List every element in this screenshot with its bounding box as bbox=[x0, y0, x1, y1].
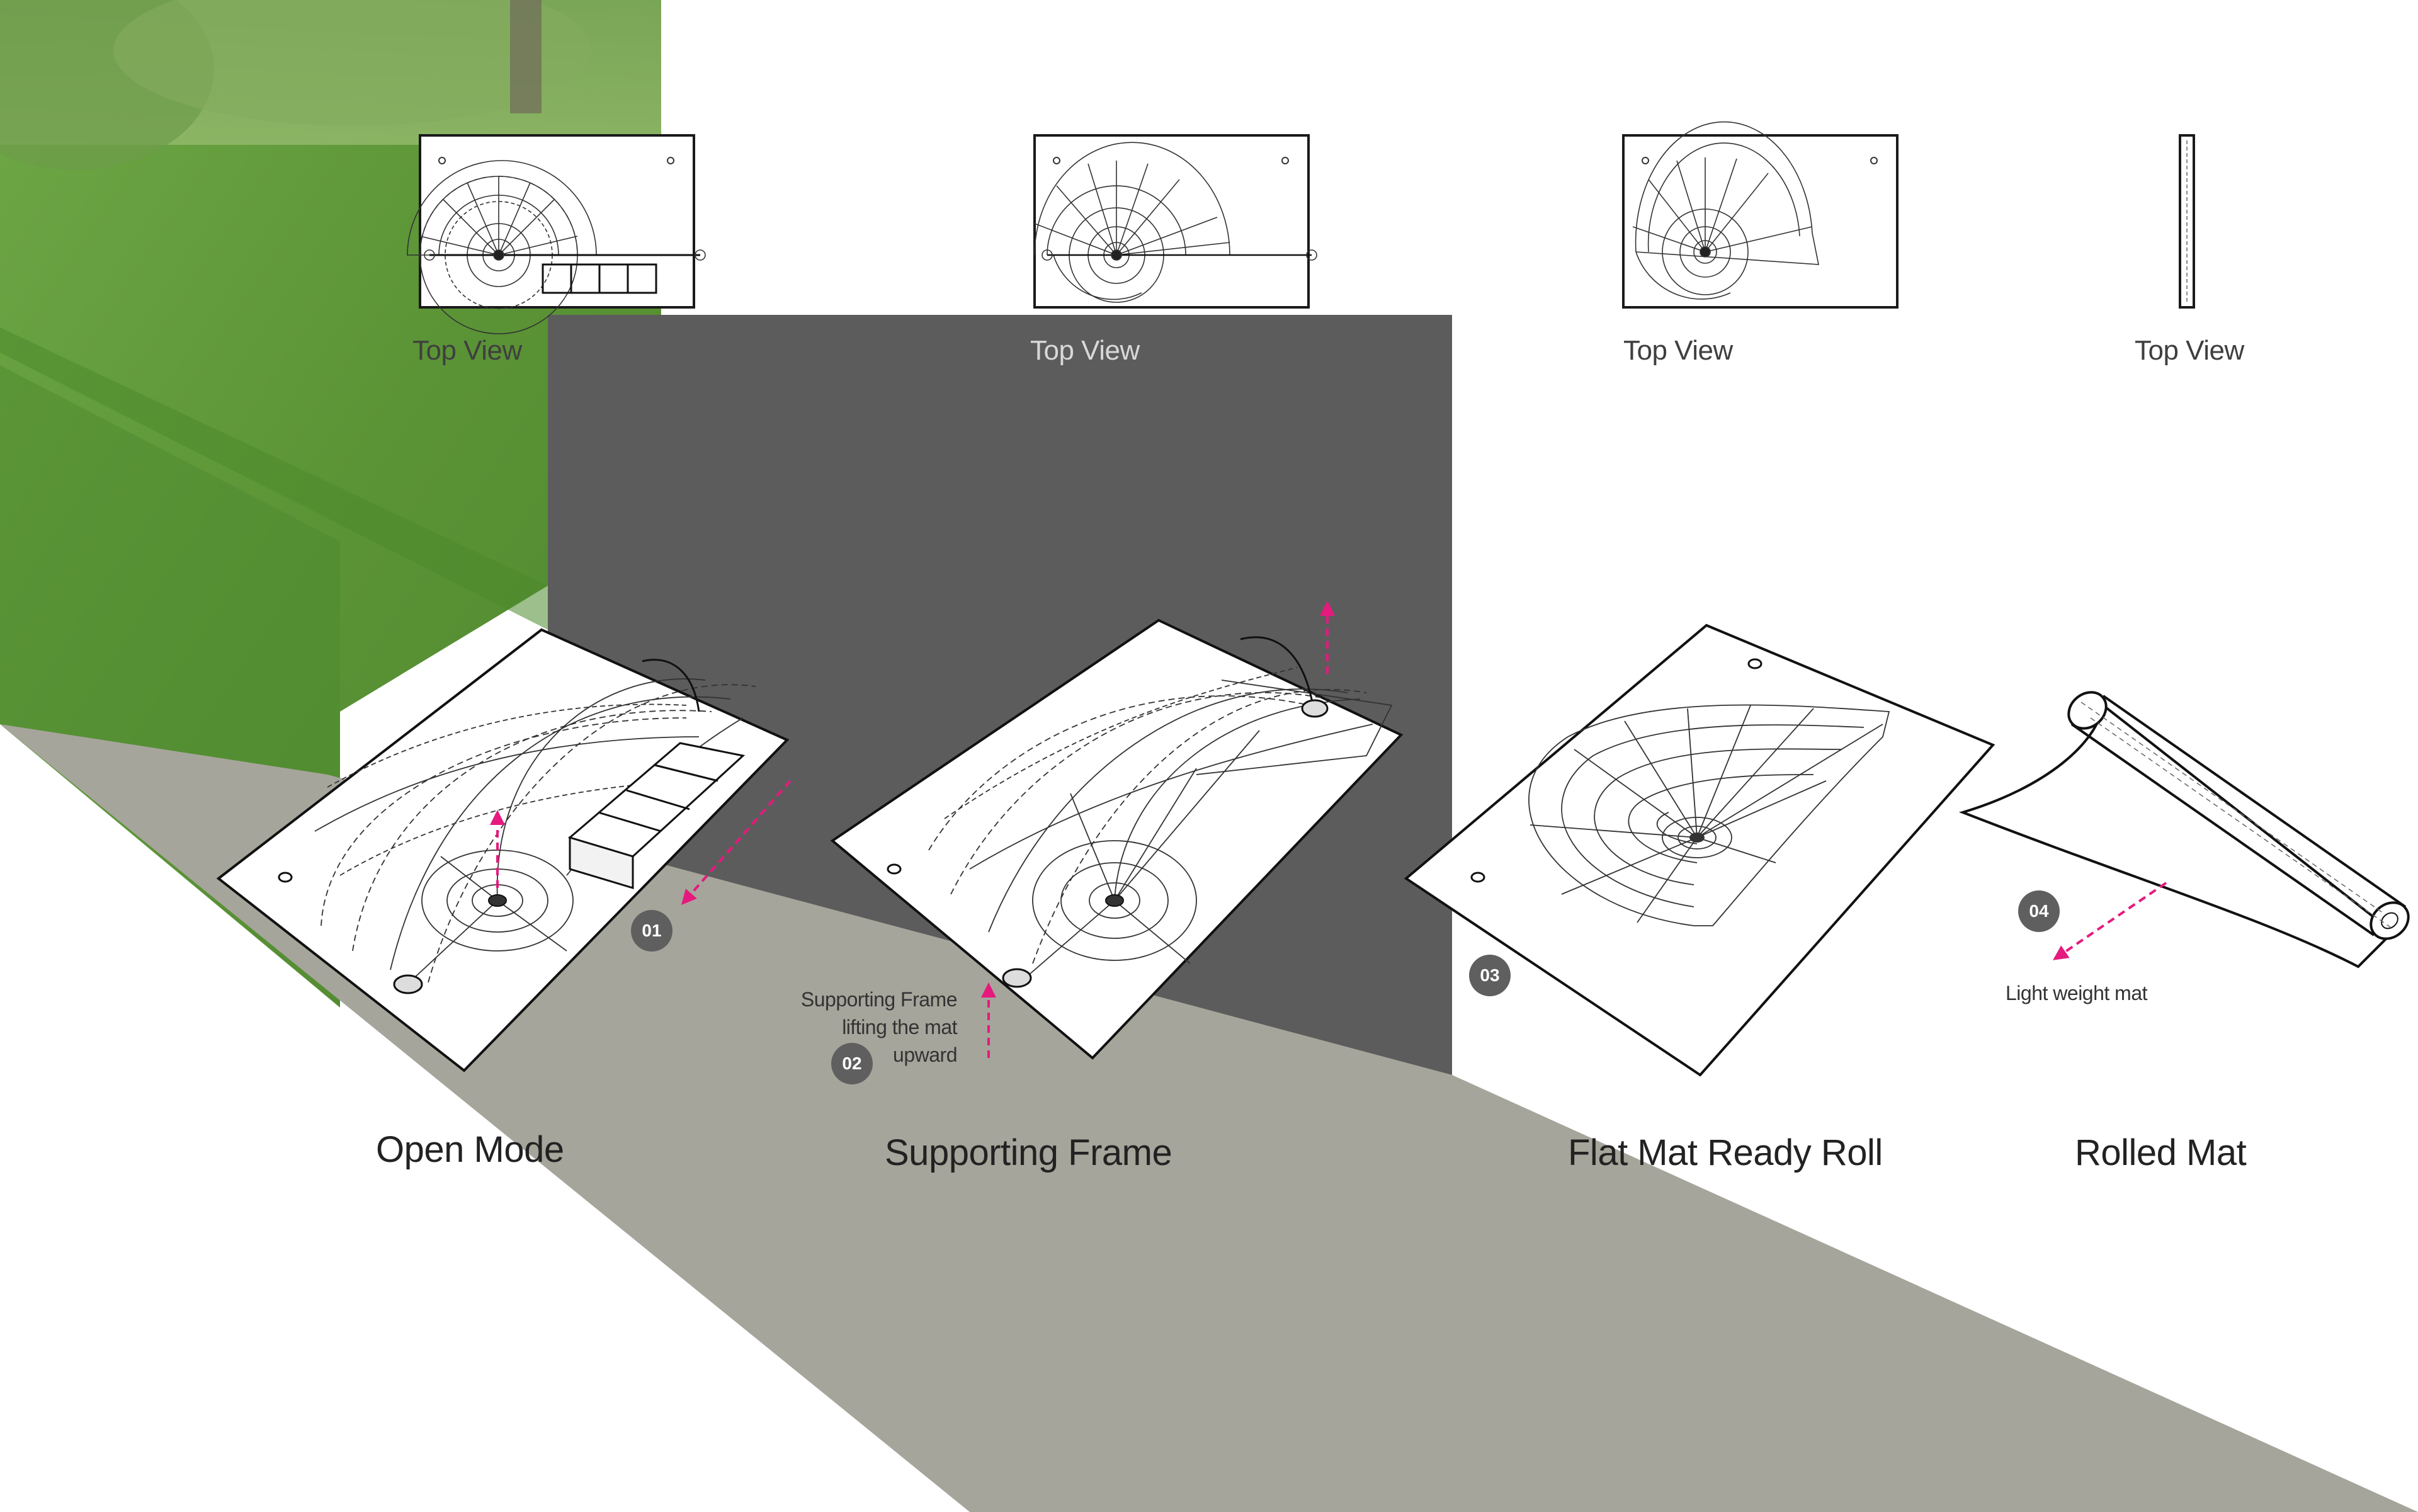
stage-4-arrow bbox=[2053, 882, 2167, 960]
rolled-mat-note-line-1: Light weight mat bbox=[2006, 982, 2148, 1004]
top-view-label-1: Top View bbox=[412, 335, 522, 366]
stage-3-drawing bbox=[1404, 623, 1995, 1077]
top-view-1-drawing bbox=[407, 134, 706, 334]
step-badge-01: 01 bbox=[631, 910, 673, 952]
step-badge-02: 02 bbox=[831, 1043, 873, 1084]
top-view-label-3: Top View bbox=[1623, 335, 1733, 366]
stage-title-supporting-frame: Supporting Frame bbox=[885, 1132, 1172, 1173]
stage-title-open-mode: Open Mode bbox=[376, 1129, 564, 1170]
top-view-label-2: Top View bbox=[1030, 335, 1140, 366]
stage-1-arrow-main bbox=[681, 780, 792, 906]
top-view-4-drawing bbox=[2179, 134, 2195, 309]
stage-1-drawing bbox=[216, 628, 790, 1072]
stage-title-flat-mat: Flat Mat Ready Roll bbox=[1568, 1132, 1883, 1173]
stage-4-drawing bbox=[1958, 691, 2410, 969]
supporting-frame-note-line-1: Supporting Frame bbox=[800, 988, 958, 1011]
supporting-frame-note-line-2: lifting the mat bbox=[842, 1016, 957, 1038]
top-view-2-drawing bbox=[1033, 134, 1317, 309]
step-badge-03: 03 bbox=[1469, 955, 1511, 996]
rolled-mat-note: Light weight mat bbox=[2006, 979, 2148, 1007]
stage-title-rolled-mat: Rolled Mat bbox=[2075, 1132, 2247, 1173]
step-badge-04: 04 bbox=[2018, 890, 2060, 932]
top-view-3-drawing bbox=[1622, 121, 1899, 309]
stage-2-drawing bbox=[830, 618, 1404, 1060]
supporting-frame-note-line-3: upward bbox=[893, 1043, 957, 1066]
supporting-frame-note: Supporting Frame lifting the mat upward bbox=[743, 986, 958, 1069]
top-view-label-4: Top View bbox=[2135, 335, 2244, 366]
